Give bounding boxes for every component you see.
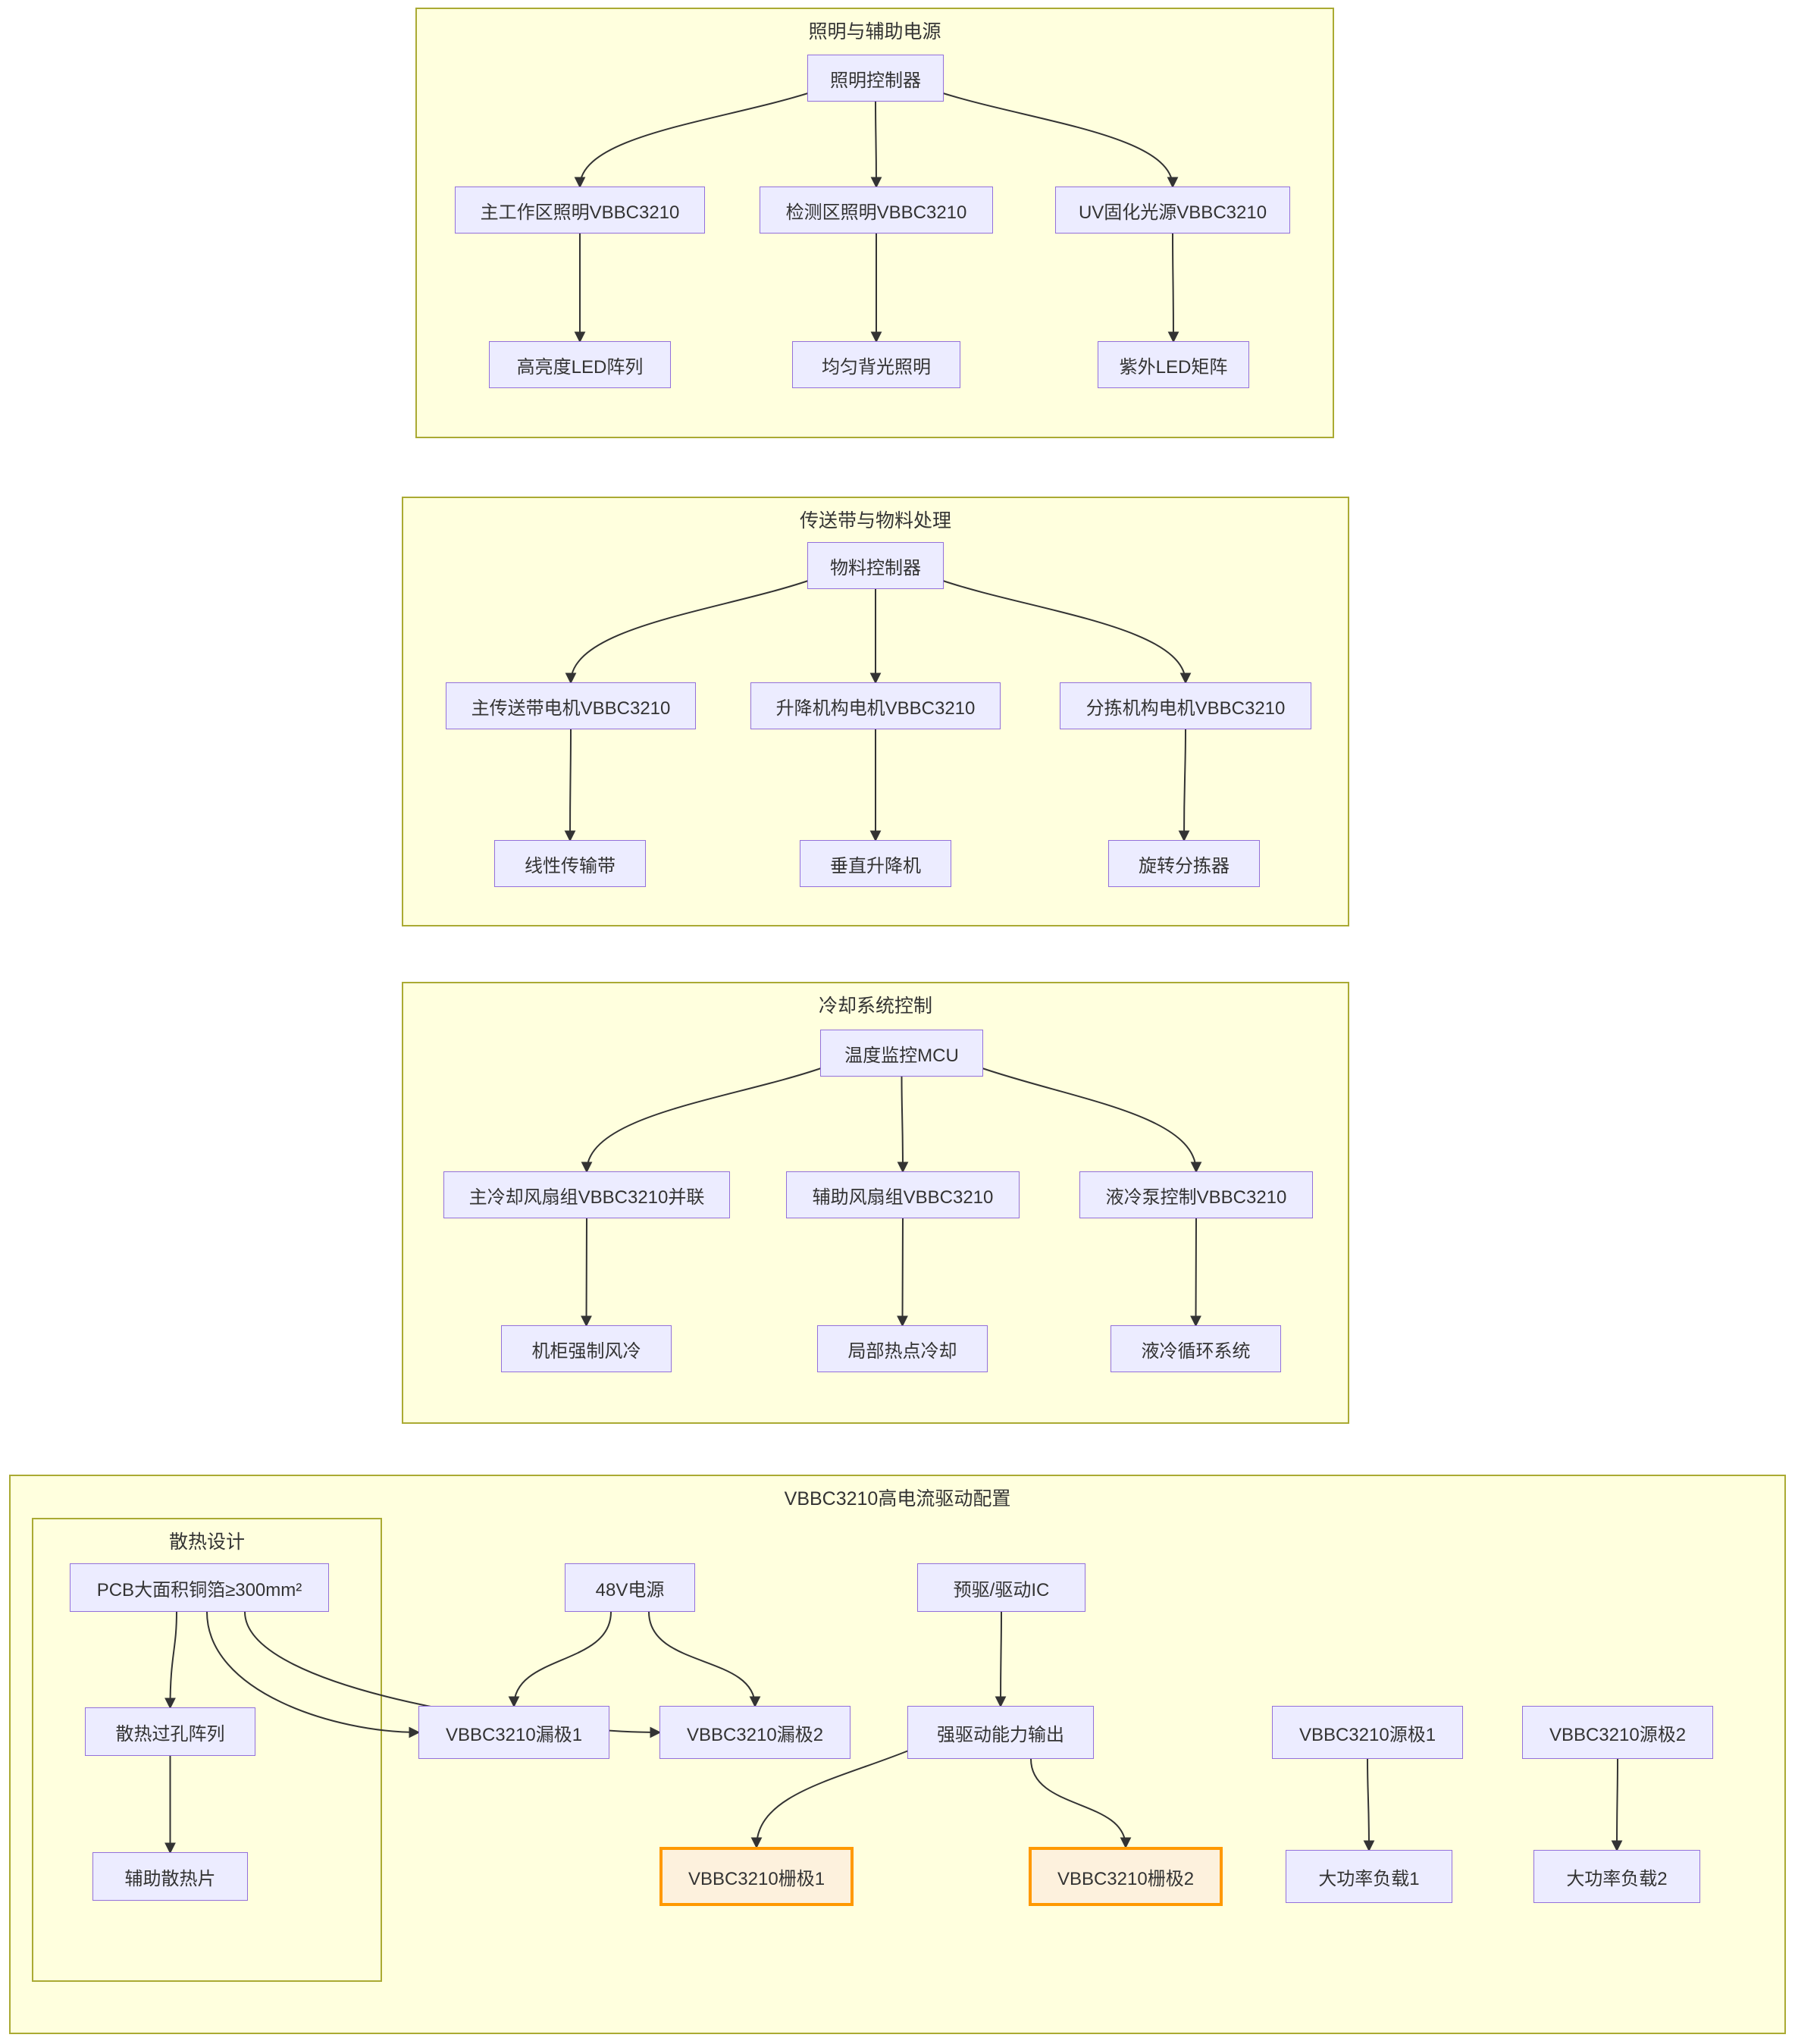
section-title-conveyor: 传送带与物料处理 [799, 510, 951, 531]
node-aux-heatsink: 辅助散热片 [92, 1852, 248, 1901]
node-vertical-lift: 垂直升降机 [800, 840, 951, 887]
node-uv-cure-source: UV固化光源VBBC3210 [1055, 187, 1290, 234]
node-vbbc3210-source1: VBBC3210源极1 [1272, 1706, 1463, 1759]
node-high-power-load1: 大功率负载1 [1286, 1850, 1452, 1903]
node-high-power-load2: 大功率负载2 [1533, 1850, 1700, 1903]
node-thermal-via-array: 散热过孔阵列 [85, 1707, 255, 1756]
node-hotspot-cooling: 局部热点冷却 [817, 1325, 988, 1372]
node-main-zone-lighting: 主工作区照明VBBC3210 [455, 187, 705, 234]
node-liquid-pump-control: 液冷泵控制VBBC3210 [1079, 1171, 1313, 1218]
node-linear-belt: 线性传输带 [494, 840, 646, 887]
node-vbbc3210-gate1: VBBC3210栅极1 [659, 1847, 854, 1906]
node-backlight: 均匀背光照明 [792, 341, 960, 388]
node-strong-drive-output: 强驱动能力输出 [907, 1706, 1094, 1759]
node-vbbc3210-gate2: VBBC3210栅极2 [1029, 1847, 1223, 1906]
node-48v-power: 48V电源 [565, 1563, 695, 1612]
node-uv-matrix: 紫外LED矩阵 [1098, 341, 1249, 388]
section-title-drive: VBBC3210高电流驱动配置 [784, 1488, 1011, 1509]
node-lift-motor: 升降机构电机VBBC3210 [750, 682, 1001, 729]
node-liquid-loop-system: 液冷循环系统 [1111, 1325, 1281, 1372]
section-title-cooling: 冷却系统控制 [818, 995, 932, 1017]
node-sort-motor: 分拣机构电机VBBC3210 [1060, 682, 1311, 729]
section-title-lighting: 照明与辅助电源 [808, 21, 941, 42]
node-temp-monitor-mcu: 温度监控MCU [820, 1030, 983, 1077]
node-predriver-ic: 预驱/驱动IC [917, 1563, 1085, 1612]
node-lighting-controller: 照明控制器 [807, 55, 944, 102]
node-main-fan-group: 主冷却风扇组VBBC3210并联 [443, 1171, 730, 1218]
node-aux-fan-group: 辅助风扇组VBBC3210 [786, 1171, 1020, 1218]
node-detect-zone-lighting: 检测区照明VBBC3210 [760, 187, 993, 234]
node-forced-air-cooling: 机柜强制风冷 [501, 1325, 672, 1372]
node-pcb-copper: PCB大面积铜箔≥300mm² [70, 1563, 329, 1612]
node-vbbc3210-drain2: VBBC3210漏极2 [659, 1706, 851, 1759]
node-rotary-sorter: 旋转分拣器 [1108, 840, 1260, 887]
node-material-controller: 物料控制器 [807, 542, 944, 589]
node-led-array: 高亮度LED阵列 [489, 341, 671, 388]
node-belt-motor: 主传送带电机VBBC3210 [446, 682, 696, 729]
subgraph-title-heat-design: 散热设计 [168, 1531, 245, 1553]
node-vbbc3210-drain1: VBBC3210漏极1 [418, 1706, 609, 1759]
node-vbbc3210-source2: VBBC3210源极2 [1522, 1706, 1713, 1759]
